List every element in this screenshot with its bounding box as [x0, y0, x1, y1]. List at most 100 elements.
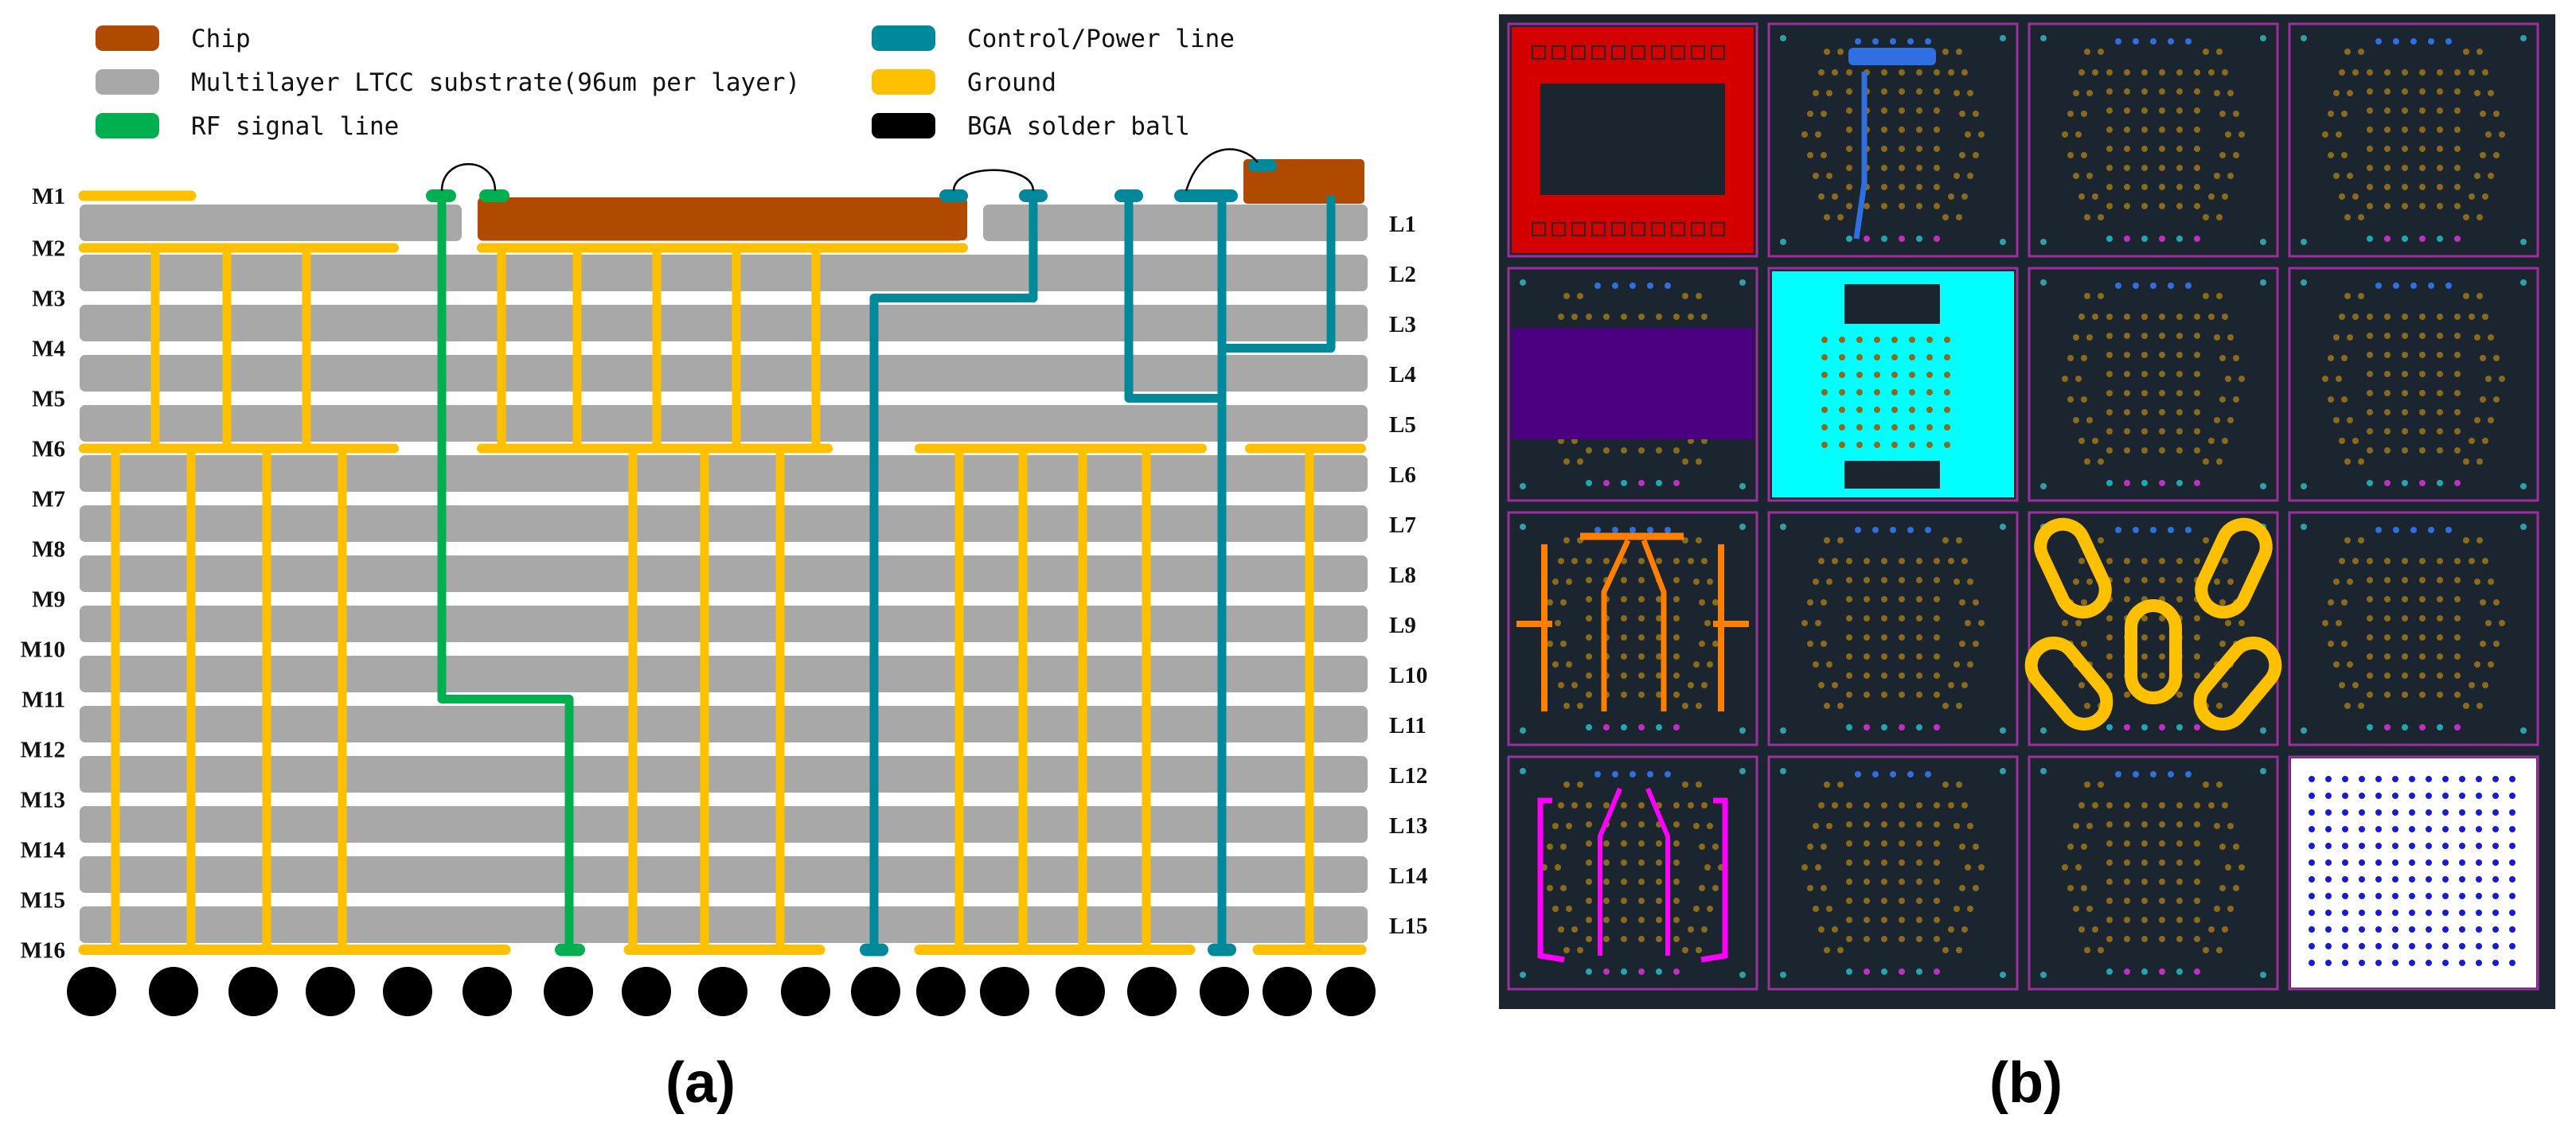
via-dot: [2106, 203, 2113, 209]
via-dot: [2159, 127, 2165, 133]
via-dot: [2384, 653, 2391, 660]
via-dot: [2176, 352, 2183, 358]
bga-pad: [2359, 859, 2365, 866]
via-dot: [2419, 409, 2426, 415]
via-dot: [1881, 596, 1887, 602]
via-dot: [1682, 781, 1688, 788]
via-dot: [1916, 107, 1922, 114]
via-dot-pink: [2194, 236, 2200, 242]
via-dot-blue: [2133, 771, 2139, 777]
via-dot: [2106, 88, 2113, 95]
via-dot-pink: [2367, 480, 2373, 486]
via-dot: [2216, 458, 2223, 465]
via-dot: [2225, 376, 2231, 382]
via-dot: [1846, 107, 1852, 114]
via-dot: [2238, 376, 2245, 382]
via-dot-blue: [2428, 527, 2434, 533]
bond-wire: [952, 169, 1035, 192]
via-dot: [1638, 859, 1645, 866]
via-dot: [1807, 885, 1813, 891]
bga-pad: [2459, 793, 2465, 799]
via-dot: [1603, 879, 1610, 885]
via-dot: [2454, 333, 2461, 339]
via-dot: [2384, 428, 2391, 434]
via-dot: [1739, 524, 1746, 530]
via-dot-blue: [2185, 38, 2192, 45]
via-dot: [1973, 152, 1979, 158]
via-dot: [2214, 579, 2220, 585]
metal-label: M15: [21, 888, 65, 914]
bga-pad: [2492, 876, 2499, 883]
via-dot: [1621, 692, 1627, 698]
via-dot: [1821, 844, 1827, 850]
bga-pad: [2459, 910, 2465, 916]
bga-pad: [2476, 910, 2482, 916]
via-dot-pink: [1586, 480, 1592, 486]
bga-pad: [2325, 960, 2332, 966]
via-dot: [1916, 840, 1922, 847]
via-dot: [2454, 107, 2461, 114]
bga-pad: [2325, 893, 2332, 899]
via-dot: [2176, 596, 2183, 602]
via-dot: [1953, 173, 1960, 179]
via-dot: [2159, 898, 2165, 904]
via-dot-blue: [2393, 38, 2399, 45]
via-dot: [2469, 193, 2475, 200]
via-dot: [2402, 692, 2408, 698]
via-dot: [2301, 524, 2307, 530]
pad: [1631, 45, 1645, 60]
via-dot: [1673, 596, 1680, 602]
via-dot: [1603, 314, 1610, 320]
bga-pad: [2509, 843, 2516, 849]
via-dot: [1934, 107, 1940, 114]
via-dot-blue: [2393, 282, 2399, 289]
bga-pad: [2476, 893, 2482, 899]
via-dot: [2194, 917, 2200, 923]
via-dot: [2176, 203, 2183, 209]
via-dot: [1965, 131, 1971, 138]
via-dot: [2194, 634, 2200, 641]
via-dot: [1824, 537, 1830, 544]
control-pad: [1174, 189, 1238, 202]
via-dot: [1621, 879, 1627, 885]
via-dot-pink: [2454, 724, 2461, 731]
via-dot: [1832, 682, 1838, 688]
via-dot: [2437, 653, 2443, 660]
via-dot: [2176, 840, 2183, 847]
via-dot-pink: [2194, 724, 2200, 731]
via-dot: [1916, 821, 1922, 828]
via-dot: [2301, 279, 2307, 286]
via-dot: [2367, 447, 2373, 454]
via-dot: [1824, 947, 1830, 953]
via-dot: [1656, 314, 1662, 320]
via-dot: [2301, 727, 2307, 734]
via-dot: [2141, 840, 2148, 847]
via-dot: [1682, 947, 1688, 953]
via-dot: [2402, 428, 2408, 434]
via-dot: [1656, 917, 1662, 923]
via-dot: [2176, 936, 2183, 942]
via-dot: [1656, 692, 1662, 698]
via-dot: [2352, 438, 2359, 444]
via-dot: [2488, 334, 2494, 341]
via-dot: [2106, 333, 2113, 339]
via-dot: [1839, 354, 1845, 360]
via-dot: [1739, 279, 1746, 286]
via-dot: [1547, 599, 1553, 606]
via-dot: [2419, 371, 2426, 377]
via-dot: [2176, 314, 2183, 320]
via-dot: [2159, 634, 2165, 641]
bga-pad: [2509, 859, 2516, 866]
via-dot: [2124, 428, 2130, 434]
via-dot: [2485, 620, 2492, 626]
via-dot: [1815, 620, 1821, 626]
via-dot: [1916, 127, 1922, 133]
via-dot: [1638, 634, 1645, 641]
bga-pad: [2375, 943, 2382, 949]
via-dot: [2124, 898, 2130, 904]
via-dot: [1673, 558, 1680, 564]
via-dot: [2328, 641, 2334, 647]
via-dot: [1953, 823, 1960, 829]
via-dot-blue: [2150, 38, 2156, 45]
bga-pad: [2309, 826, 2315, 832]
